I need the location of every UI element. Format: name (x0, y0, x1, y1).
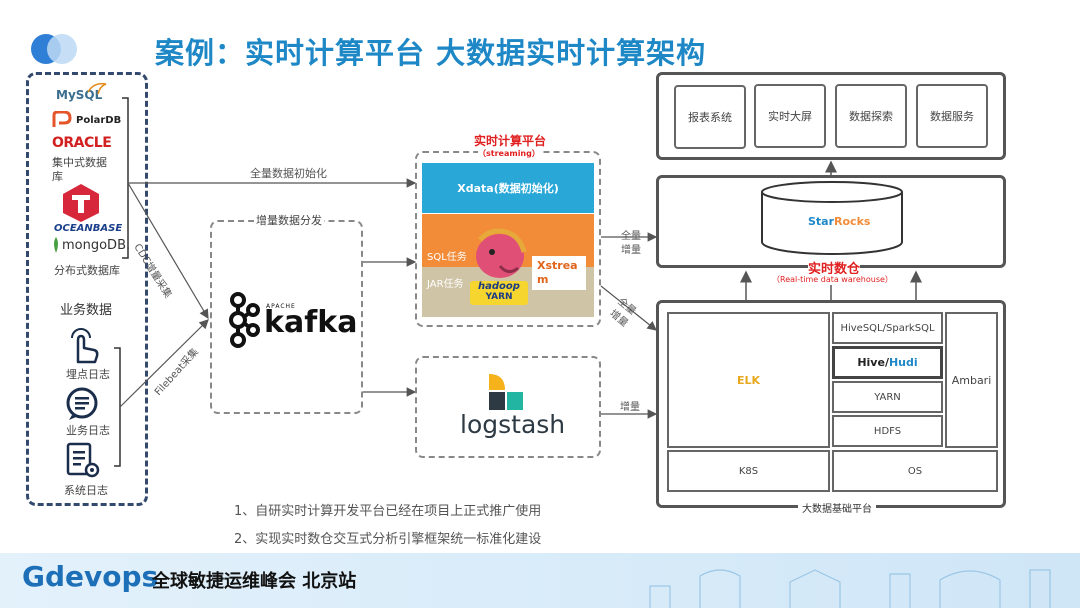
edge-label-full-init: 全量数据初始化 (250, 167, 327, 180)
track-log-label: 埋点日志 (66, 368, 110, 381)
note-2: 2、实现实时数仓交互式分析引擎框架统一标准化建设 (234, 532, 542, 547)
flink-squirrel-icon (476, 228, 527, 278)
infra-elk: ELK (667, 312, 830, 448)
skyline-decoration (649, 569, 1051, 608)
footer-brand: Gdevops (22, 560, 159, 593)
infra-hivesql: HiveSQL/SparkSQL (832, 312, 943, 344)
app-realtime-screen: 实时大屏 (754, 84, 826, 148)
sys-log-label: 系统日志 (64, 484, 108, 497)
hadoop-yarn-logo: hadoop YARN (470, 281, 528, 305)
page-title: 案例：实时计算平台 大数据实时计算架构 (155, 36, 707, 70)
xstream-label-box: Xstream (532, 256, 586, 290)
footer-banner (0, 553, 1080, 608)
infra-ambari: Ambari (945, 312, 998, 448)
footer-event: 全球敏捷运维峰会 北京站 (152, 571, 357, 592)
starrocks-cylinder-icon (761, 181, 903, 255)
leaf-icon (54, 237, 58, 253)
oracle-logo: ORACLE (52, 135, 112, 151)
jar-task-label: JAR任务 (427, 279, 464, 290)
logstash-icon (489, 374, 523, 410)
mongodb-logo: mongoDB. (52, 237, 130, 253)
logstash-panel (415, 356, 601, 458)
biz-log-label: 业务日志 (66, 424, 110, 437)
platform-title: 实时计算平台 (474, 134, 547, 148)
edge-label-full-1: 全量 (621, 231, 641, 242)
app-data-explore: 数据探索 (835, 84, 907, 148)
xdata-label: Xdata(数据初始化) (457, 182, 559, 195)
infra-hive-hudi: Hive/Hudi (832, 346, 943, 379)
xstream-label: Xstream (537, 259, 578, 286)
mysql-logo: MySQL (56, 88, 103, 102)
oceanbase-logo: OCEANBASE (54, 223, 123, 234)
distributed-db-label: 分布式数据库 (54, 264, 120, 277)
platform-subtitle: （streaming） (478, 148, 540, 159)
xdata-band: Xdata(数据初始化) (422, 163, 594, 213)
kafka-name: kafka (264, 304, 358, 340)
note-1: 1、自研实时计算开发平台已经在项目上正式推广使用 (234, 504, 542, 519)
business-data-label: 业务数据 (60, 303, 113, 318)
logo-circles-icon (31, 34, 77, 64)
kafka-icon (229, 292, 260, 348)
app-report-system: 报表系统 (674, 85, 746, 149)
infra-k8s: K8S (667, 450, 830, 492)
kafka-title: 增量数据分发 (254, 213, 324, 228)
chat-bubble-icon (66, 387, 98, 420)
sql-task-label: SQL任务 (427, 252, 467, 263)
kafka-apache-label: APACHE (266, 302, 296, 310)
starrocks-label: StarRocks (808, 215, 871, 228)
infra-title: 大数据基础平台 (798, 500, 876, 515)
central-db-label: 集中式数据库 (52, 156, 107, 183)
warehouse-title: 实时数仓 (808, 258, 861, 277)
infra-yarn: YARN (832, 381, 943, 413)
infra-os: OS (832, 450, 998, 492)
polardb-icon (52, 111, 72, 127)
logstash-label: logstash (460, 410, 566, 439)
edge-label-inc-1: 增量 (621, 245, 641, 256)
kafka-logo: APACHE kafka (226, 292, 357, 348)
tidb-icon (63, 184, 99, 222)
click-hand-icon (71, 328, 99, 364)
edge-label-filebeat: Filebeat采集 (152, 346, 201, 399)
warehouse-subtitle: （Real-time data warehouse） (772, 274, 893, 285)
app-data-service: 数据服务 (916, 84, 988, 148)
system-doc-gear-icon (66, 442, 100, 478)
dolphin-icon (87, 82, 107, 95)
infra-hdfs: HDFS (832, 415, 943, 447)
polardb-logo: PolarDB (52, 111, 121, 129)
edge-label-inc-3: 增量 (620, 402, 640, 413)
